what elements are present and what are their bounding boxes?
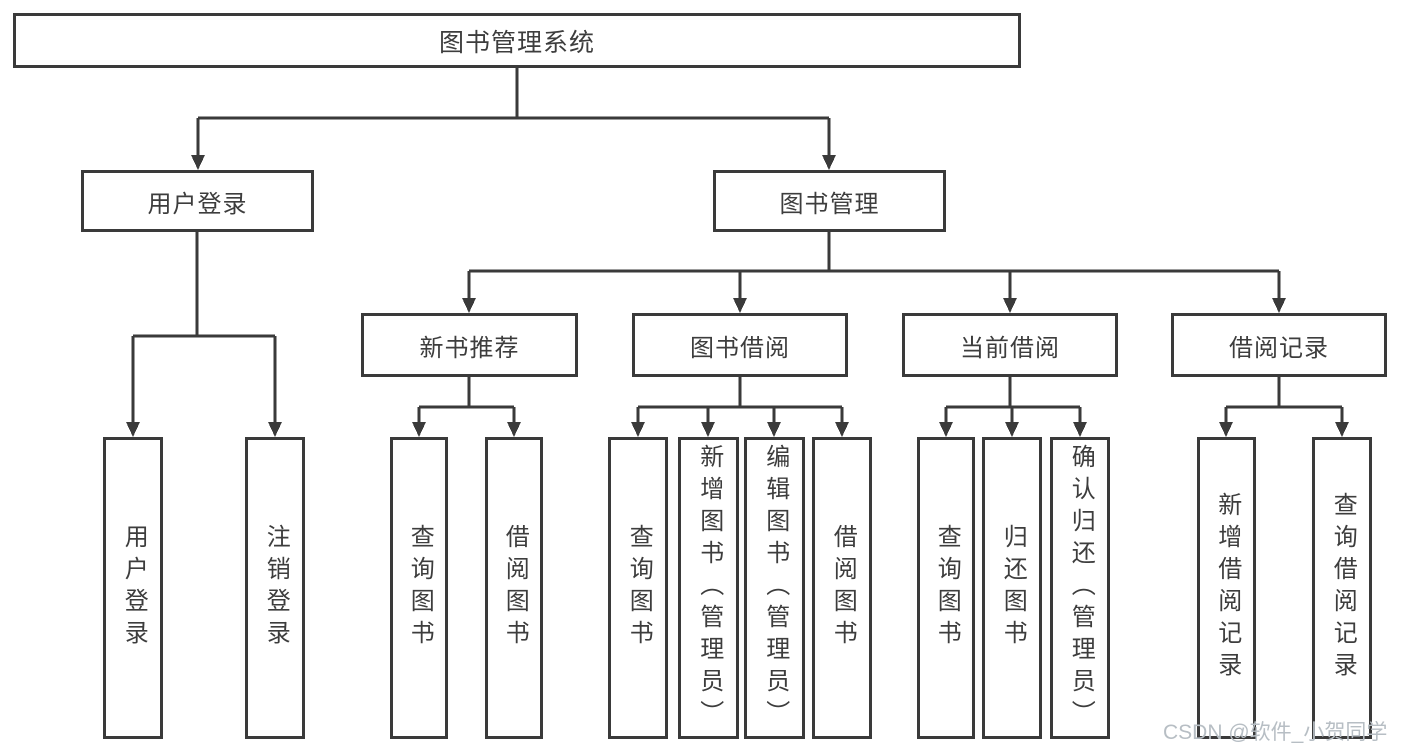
arrowhead [835,422,849,437]
arrowhead [1003,298,1017,313]
connector-book-borrow-to-leaves [631,377,849,437]
leaf-add-books-admin: 新增图书（管理员） [678,437,739,739]
leaf-borrow-books: 借阅图书 [812,437,872,739]
node-book-borrow: 图书借阅 [632,313,848,377]
leaf-query-books-recommend: 查询图书 [390,437,448,739]
leaf-label: 编辑图书（管理员） [761,444,789,732]
arrowhead [1272,298,1286,313]
arrowhead [767,422,781,437]
leaf-label: 借阅图书 [501,524,529,652]
node-label: 图书管理 [779,190,880,218]
connector-book-management-to-level3 [462,232,1286,313]
node-label: 图书管理系统 [438,28,595,57]
leaf-query-books-borrow: 查询图书 [608,437,668,739]
leaf-confirm-return-admin: 确认归还（管理员） [1050,437,1110,739]
node-label: 用户登录 [147,190,248,218]
leaf-label: 确认归还（管理员） [1067,444,1095,732]
arrowhead [462,298,476,313]
leaf-label: 查询借阅记录 [1329,492,1357,684]
arrowhead [1335,422,1349,437]
arrowhead [507,422,521,437]
node-current-borrow: 当前借阅 [902,313,1118,377]
leaf-add-borrow-record: 新增借阅记录 [1197,437,1256,739]
arrowhead [1073,422,1087,437]
leaf-label: 查询图书 [406,524,434,652]
connector-user-login-to-leaves [126,232,282,437]
node-new-book-recommend: 新书推荐 [361,313,578,377]
connector-root-to-level2 [191,68,836,170]
leaf-label: 归还图书 [999,524,1027,652]
leaf-label: 新增图书（管理员） [695,444,723,732]
leaf-logout-login: 注销登录 [245,437,305,739]
connector-new-book-recommend-to-leaves [412,377,521,437]
arrowhead [701,422,715,437]
leaf-query-books-current: 查询图书 [917,437,975,739]
node-label: 新书推荐 [419,334,520,362]
arrowhead [126,422,140,437]
leaf-label: 借阅图书 [829,524,857,652]
leaf-edit-books-admin: 编辑图书（管理员） [744,437,805,739]
leaf-query-borrow-record: 查询借阅记录 [1312,437,1372,739]
arrowhead [1219,422,1233,437]
csdn-watermark: CSDN @软件_小贺同学 [1163,721,1388,744]
arrowhead [191,155,205,170]
node-user-login: 用户登录 [81,170,314,232]
node-label: 当前借阅 [960,334,1060,362]
arrowhead [412,422,426,437]
node-borrow-records: 借阅记录 [1171,313,1387,377]
arrowhead [268,422,282,437]
connector-current-borrow-to-leaves [939,377,1087,437]
leaf-user-login: 用户登录 [103,437,163,739]
node-book-management: 图书管理 [713,170,946,232]
arrowhead [822,155,836,170]
arrowhead [631,422,645,437]
arrowhead [1005,422,1019,437]
leaf-return-books: 归还图书 [982,437,1042,739]
leaf-label: 查询图书 [933,524,961,652]
node-label: 借阅记录 [1229,334,1329,362]
leaf-borrow-books-recommend: 借阅图书 [485,437,543,739]
leaf-label: 注销登录 [262,524,290,652]
node-label: 图书借阅 [690,334,790,362]
leaf-label: 查询图书 [625,524,653,652]
leaf-label: 用户登录 [120,524,148,652]
leaf-label: 新增借阅记录 [1213,492,1241,684]
connector-borrow-records-to-leaves [1219,377,1349,437]
arrowhead [939,422,953,437]
node-root-library-system: 图书管理系统 [13,13,1021,68]
arrowhead [733,298,747,313]
